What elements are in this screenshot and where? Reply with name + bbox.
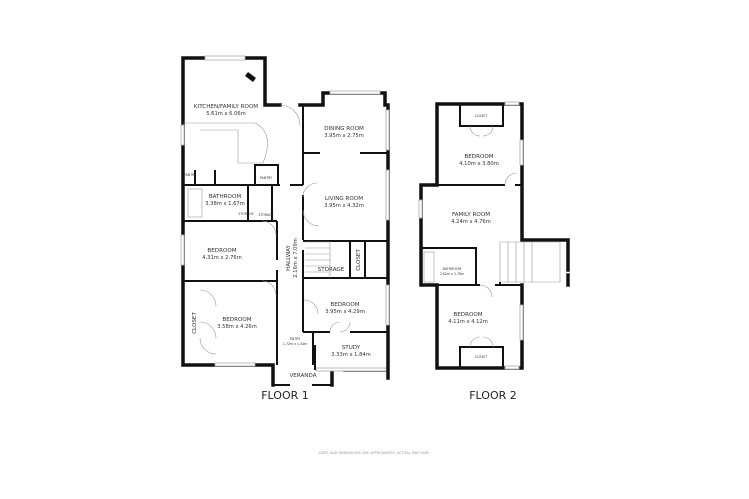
- window: [504, 365, 520, 370]
- window: [385, 284, 390, 326]
- room-size: 4.10m x 3.80m: [459, 161, 499, 167]
- room-name: CLOSET: [192, 312, 198, 334]
- room-size: 4.31m x 2.76m: [202, 255, 242, 261]
- room-name: DINING ROOM: [324, 126, 364, 132]
- window: [385, 169, 390, 221]
- window: [180, 124, 185, 146]
- room-name: STORAGE: [318, 267, 345, 273]
- room-name: BEDROOM: [330, 302, 359, 308]
- floor2-title: FLOOR 2: [469, 389, 517, 402]
- room-name: CLOSET: [475, 355, 487, 359]
- window: [504, 101, 520, 106]
- room-name: STORAGE: [238, 212, 253, 216]
- room-name: LIVING ROOM: [325, 196, 363, 202]
- room-size: 3.58m x 4.26m: [217, 324, 257, 330]
- fireplace: [245, 72, 256, 82]
- room-name: STORAGE: [258, 213, 273, 217]
- window: [519, 304, 524, 341]
- room-name: VERANDA: [289, 373, 316, 379]
- room-name: HALLWAY: [286, 245, 292, 271]
- room-size: 3.95m x 2.75m: [324, 133, 364, 139]
- room-size: 3.95m x 4.29m: [325, 309, 365, 315]
- floor2-plan: CLOSET BEDROOM 4.10m x 3.80m FAMILY ROOM…: [418, 101, 570, 370]
- room-size: 2.62m x 1.78m: [440, 272, 464, 276]
- window: [329, 90, 381, 95]
- room-size: 1.72m x 1.44m: [283, 342, 307, 346]
- room-name: FAMILY ROOM: [452, 212, 490, 218]
- floor1-title: FLOOR 1: [261, 389, 309, 402]
- room-name: BEDROOM: [222, 317, 251, 323]
- room-size: 4.11m x 4.12m: [448, 319, 488, 325]
- window: [214, 362, 256, 367]
- window: [519, 139, 524, 166]
- bathtub: [187, 188, 203, 218]
- floor1-plan: KITCHEN/FAMILY ROOM 5.61m x 6.06m DINING…: [180, 55, 390, 387]
- room-name: ENTRY: [290, 337, 300, 341]
- room-name: STUDY: [342, 345, 361, 351]
- room-name: BEDROOM: [207, 248, 236, 254]
- room-name: BEDROOM: [464, 154, 493, 160]
- room-size: 5.61m x 6.06m: [206, 111, 246, 117]
- disclaimer: SIZES AND DIMENSIONS ARE APPROXIMATE, AC…: [318, 451, 430, 455]
- room-name: CLOSET: [475, 114, 487, 118]
- window: [180, 234, 185, 266]
- room-name: CLOSET: [356, 249, 362, 271]
- room-size: 3.33m x 1.84m: [331, 352, 371, 358]
- room-name: BATHROOM: [209, 194, 242, 200]
- room-size: 2.16m x 7.09m: [293, 238, 299, 278]
- room-size: 4.24m x 4.76m: [451, 219, 491, 225]
- room-name: KITCHEN/FAMILY ROOM: [194, 104, 258, 110]
- window: [315, 367, 387, 372]
- room-name: BEDROOM: [453, 312, 482, 318]
- room-size: 3.38m x 1.67m: [205, 201, 245, 207]
- window: [204, 55, 246, 61]
- room-size: 3.95m x 4.32m: [324, 203, 364, 209]
- window: [385, 109, 390, 151]
- window: [418, 199, 423, 219]
- bathtub: [423, 251, 435, 283]
- room-name: PANTRY: [260, 176, 272, 180]
- room-name: PANTRY: [184, 173, 196, 177]
- room-name: BATHROOM: [443, 267, 462, 271]
